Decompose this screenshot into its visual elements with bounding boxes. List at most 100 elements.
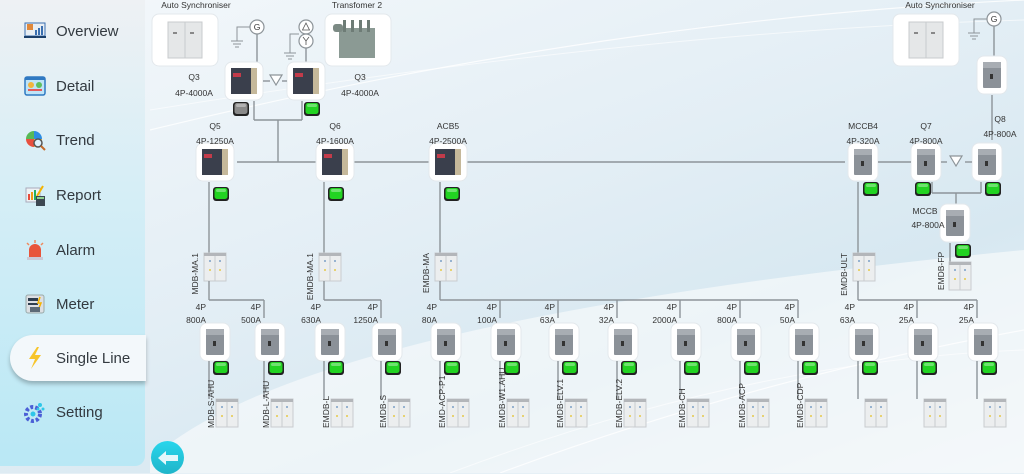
feeder-poles: 4P (487, 302, 498, 312)
panel-name: EMDB-L (321, 396, 331, 428)
feeder-poles: 4P (845, 302, 856, 312)
feeder-breaker-13[interactable] (967, 322, 999, 362)
status-indicator-closed (802, 361, 818, 375)
feeder-breaker-3[interactable] (371, 322, 403, 362)
sidebar-item-label: Meter (56, 295, 95, 313)
incomer-breaker-q3-tr[interactable] (286, 61, 326, 101)
panel-name: MDB-MA.1 (190, 253, 200, 295)
sidebar-item-detail[interactable]: Detail (0, 66, 145, 106)
main-breaker-mccb4[interactable] (847, 142, 879, 182)
sidebar-item-label: Overview (56, 22, 119, 40)
feeder-rating: 63A (540, 315, 555, 325)
back-button[interactable] (151, 441, 184, 474)
main-breaker-q7[interactable] (910, 142, 942, 182)
panel-name: EMDB-ELV.1 (555, 379, 565, 428)
main-breaker-acb5[interactable] (428, 142, 468, 182)
main-breaker-q5[interactable] (195, 142, 235, 182)
sidebar-item-trend[interactable]: Trend (0, 120, 145, 160)
feeder-rating: 25A (959, 315, 974, 325)
feeder-poles: 4P (311, 302, 322, 312)
panel-mdb-l-ahu[interactable] (270, 398, 294, 428)
panel-mdb-s-ahu[interactable] (215, 398, 239, 428)
sidebar-item-overview[interactable]: Overview (0, 11, 145, 51)
panel-emdb-elv.2[interactable] (623, 398, 647, 428)
feeder-breaker-8[interactable] (670, 322, 702, 362)
feeder-breaker-0[interactable] (199, 322, 231, 362)
feeder-breaker-2[interactable] (314, 322, 346, 362)
panel-emd-acp-p1[interactable] (446, 398, 470, 428)
feeder-breaker-12[interactable] (907, 322, 939, 362)
panel-unnamed[interactable] (923, 398, 947, 428)
status-indicator-closed (744, 361, 760, 375)
breaker-name: Q7 (920, 121, 932, 131)
feeder-rating: 500A (241, 315, 261, 325)
feeder-rating: 630A (301, 315, 321, 325)
panel-emdb-fp[interactable] (948, 261, 972, 291)
lightning-bolt-icon (24, 347, 46, 369)
panel-emdb-cdp[interactable] (804, 398, 828, 428)
meter-icon (24, 293, 46, 315)
feeder-breaker-7[interactable] (607, 322, 639, 362)
panel-emdb-l[interactable] (330, 398, 354, 428)
sidebar-item-report[interactable]: Report (0, 175, 145, 215)
transformer-delta-wye-symbol-icon (284, 19, 314, 60)
breaker-name: Q5 (209, 121, 221, 131)
incomer-breaker-gen2[interactable] (976, 55, 1008, 95)
panel-emdb-elv.1[interactable] (564, 398, 588, 428)
sidebar: Overview Detail Trend Report Alarm Meter (0, 0, 146, 466)
feeder-poles: 4P (785, 302, 796, 312)
arrow-left-icon (157, 450, 178, 465)
breaker-rating: 4P-800A (909, 136, 942, 146)
status-indicator-closed (562, 361, 578, 375)
feeder-breaker-11[interactable] (848, 322, 880, 362)
feeder-breaker-6[interactable] (548, 322, 580, 362)
feeder-rating: 80A (422, 315, 437, 325)
feeder-breaker-5[interactable] (490, 322, 522, 362)
bus-tie-coupler-icon (948, 155, 964, 168)
panel-emdb-acp[interactable] (746, 398, 770, 428)
breaker-rating: 4P-1600A (316, 136, 354, 146)
feeder-poles: 4P (251, 302, 262, 312)
feeder-breaker-9[interactable] (730, 322, 762, 362)
status-indicator-closed (268, 361, 284, 375)
breaker-rating: 4P-4000A (175, 88, 213, 98)
feeder-rating: 50A (780, 315, 795, 325)
panel-name: EMDB-ACP (737, 383, 747, 428)
panel-mdb-ma.1[interactable] (203, 252, 227, 282)
incomer-breaker-q3-gen[interactable] (224, 61, 264, 101)
panel-emdb-ma[interactable] (434, 252, 458, 282)
detail-dashboard-icon (24, 75, 46, 97)
status-indicator-closed (328, 187, 344, 201)
status-indicator-closed (304, 102, 320, 116)
panel-name: MDB-S-AHU (206, 380, 216, 428)
panel-emdb-s[interactable] (387, 398, 411, 428)
sidebar-item-alarm[interactable]: Alarm (0, 230, 145, 270)
sidebar-item-setting[interactable]: Setting (0, 392, 145, 432)
feeder-breaker-4[interactable] (430, 322, 462, 362)
feeder-poles: 4P (368, 302, 379, 312)
sidebar-item-label: Detail (56, 77, 95, 95)
generator-symbol-icon: G (231, 19, 265, 48)
breaker-name: ACB5 (437, 121, 459, 131)
breaker-name: Q3 (188, 72, 200, 82)
sidebar-item-single-line[interactable]: Single Line (10, 335, 146, 381)
status-indicator-closed (955, 244, 971, 258)
panel-name: EMDB-CH (677, 388, 687, 428)
main-breaker-q8[interactable] (971, 142, 1003, 182)
panel-emdb-ult[interactable] (852, 252, 876, 282)
main-breaker-mccb[interactable] (939, 203, 971, 243)
panel-emdb-w1.ahu[interactable] (506, 398, 530, 428)
panel-unnamed[interactable] (983, 398, 1007, 428)
feeder-poles: 4P (904, 302, 915, 312)
sidebar-item-meter[interactable]: Meter (0, 284, 145, 324)
sidebar-item-label: Trend (56, 131, 95, 149)
panel-emdb-ch[interactable] (686, 398, 710, 428)
panel-emdb-ma.1[interactable] (318, 252, 342, 282)
status-indicator-closed (213, 187, 229, 201)
feeder-breaker-10[interactable] (788, 322, 820, 362)
feeder-breaker-1[interactable] (254, 322, 286, 362)
main-breaker-q6[interactable] (315, 142, 355, 182)
panel-unnamed[interactable] (864, 398, 888, 428)
breaker-name: MCCB4 (848, 121, 878, 131)
status-indicator-closed (444, 187, 460, 201)
